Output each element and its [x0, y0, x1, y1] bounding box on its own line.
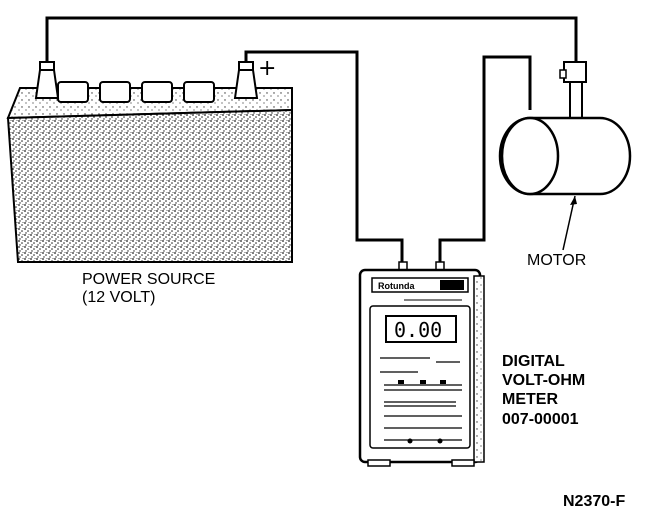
positive-sign: + [258, 56, 277, 81]
meter-display-reading: 0.00 [394, 318, 442, 342]
motor [498, 61, 632, 251]
power-source-label-line1: POWER SOURCE [82, 271, 216, 288]
negative-terminal [34, 61, 60, 99]
positive-terminal-label: + [258, 56, 276, 81]
meter-label: DIGITAL VOLT-OHM METER 007-00001 [502, 352, 585, 429]
power-source-label-line2: (12 VOLT) [82, 289, 156, 307]
battery-cells [57, 81, 215, 103]
meter-label-line2: VOLT-OHM [502, 372, 586, 390]
meter-label-line4: 007-00001 [502, 410, 579, 428]
battery-body [6, 108, 293, 263]
motor-leader [562, 195, 576, 251]
power-source-label: POWER SOURCE (12 VOLT) [82, 271, 215, 308]
figure-id: N2370-F [563, 493, 626, 510]
battery [6, 61, 293, 263]
motor-connector [563, 61, 587, 83]
wire-positive-to-meter [244, 50, 404, 268]
meter-brand-text: Rotunda [378, 281, 415, 291]
volt-ohm-meter: Rotunda 0.00 [358, 261, 485, 467]
positive-terminal [233, 61, 259, 99]
motor-label: MOTOR [527, 252, 587, 269]
motor-end [500, 116, 560, 196]
meter-display [385, 315, 457, 343]
wire-motor-to-meter [438, 55, 532, 268]
wire-negative-to-motor [45, 16, 578, 62]
meter-label-line3: METER [502, 391, 558, 409]
wires [45, 16, 578, 268]
meter-label-line1: DIGITAL [502, 353, 565, 370]
